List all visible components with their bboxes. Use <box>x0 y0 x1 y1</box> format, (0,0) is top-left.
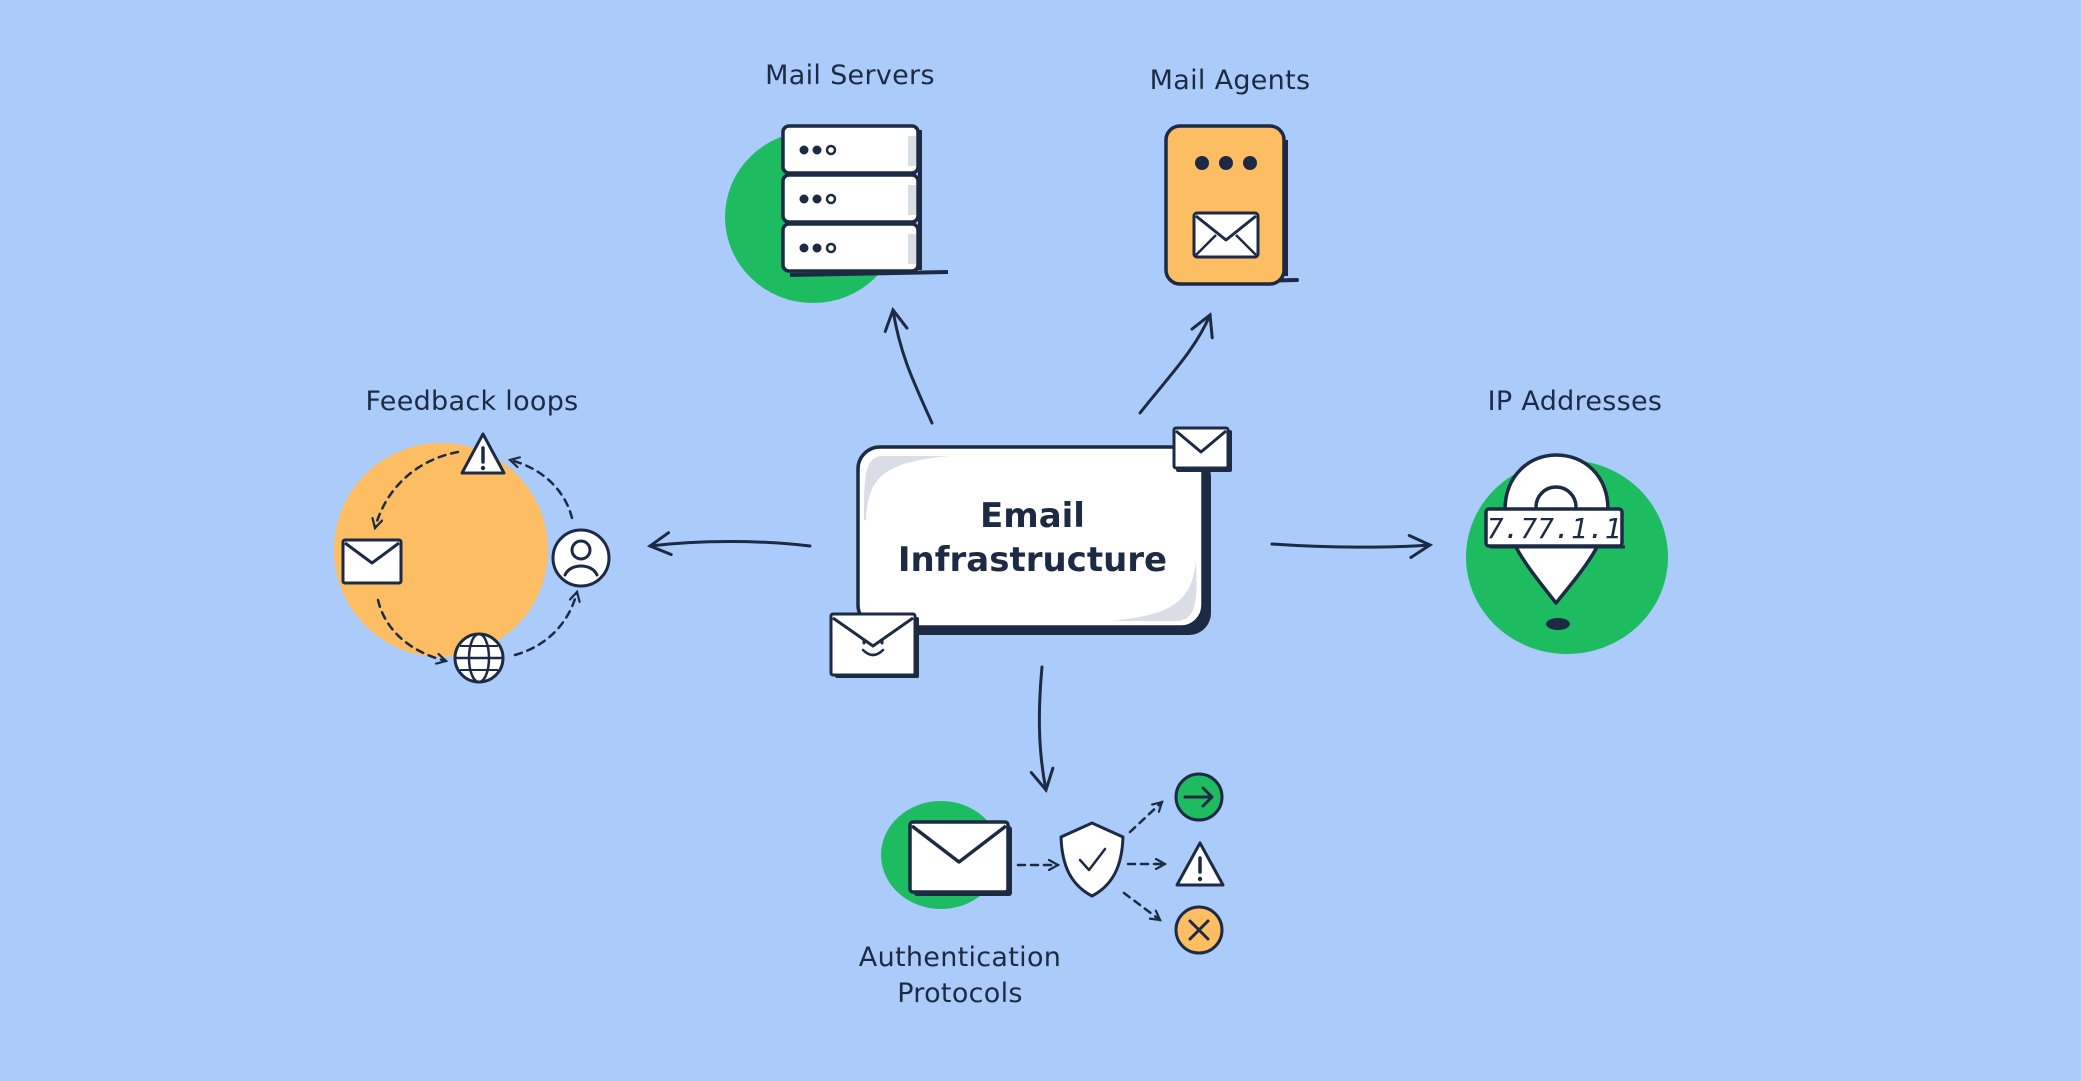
center-title: Email Infrastructure <box>870 494 1195 582</box>
shield-check-icon <box>1059 821 1125 898</box>
authentication-flow-icon <box>881 772 1225 955</box>
envelope-icon <box>1172 426 1232 472</box>
feedback-loop-icon <box>334 432 611 684</box>
mail-servers-label: Mail Servers <box>765 60 935 91</box>
envelope-icon <box>908 820 1012 896</box>
arrow-to-ip-addresses <box>1270 534 1434 559</box>
arrow-right-icon <box>1174 772 1224 822</box>
server-stack-icon <box>725 124 949 303</box>
close-icon <box>1174 905 1224 955</box>
warning-icon <box>1175 841 1225 887</box>
mail-agents-label: Mail Agents <box>1149 65 1311 96</box>
ip-address-text: 7.77.1.1 <box>1487 512 1622 545</box>
email-infrastructure-card <box>856 445 1211 635</box>
phone-agent-icon <box>1164 124 1299 286</box>
warning-icon <box>460 432 506 475</box>
center-title-line2: Infrastructure <box>897 540 1168 580</box>
smiley-envelope-icon <box>829 612 919 678</box>
center-title-line1: Email <box>980 496 1085 536</box>
ip-addresses-label: IP Addresses <box>1487 386 1663 417</box>
location-pin-icon: 7.77.1.1 <box>1466 453 1668 654</box>
authentication-label-line1: Authentication <box>858 942 1062 973</box>
user-icon <box>551 528 611 588</box>
feedback-loops-label: Feedback loops <box>365 386 579 417</box>
connector-arrows <box>646 306 1434 794</box>
arrow-to-authentication <box>1029 665 1055 794</box>
arrow-to-mail-servers <box>883 306 934 425</box>
authentication-label-line2: Protocols <box>897 978 1023 1009</box>
arrow-to-feedback-loops <box>646 531 812 557</box>
authentication-protocols-label: Authentication Protocols <box>840 940 1080 1012</box>
globe-icon <box>453 632 505 684</box>
envelope-icon <box>341 538 403 585</box>
arrow-to-mail-agents <box>1138 312 1214 415</box>
